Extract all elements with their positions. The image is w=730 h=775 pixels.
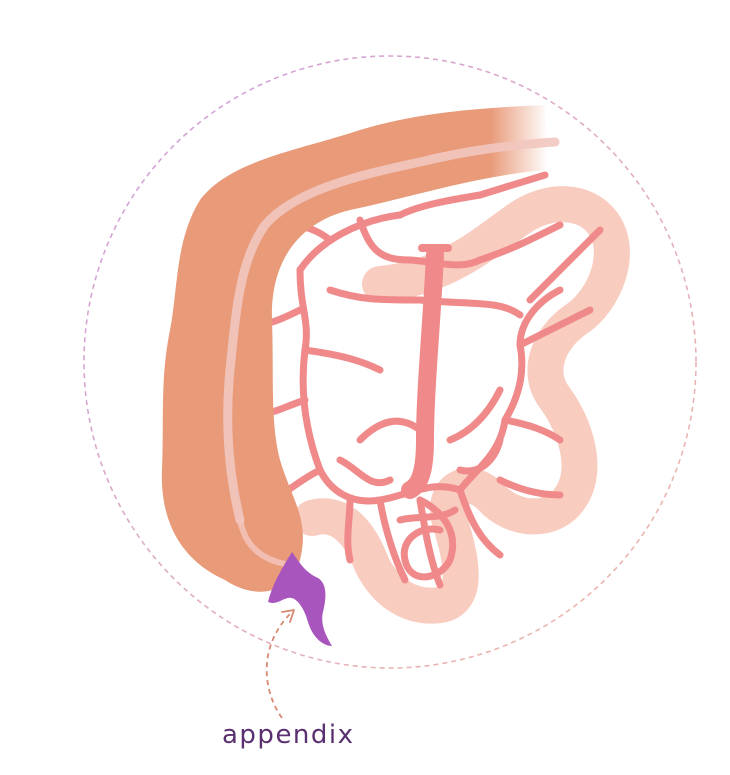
appendix-label: appendix (222, 722, 355, 748)
appendix-label-text: appendix (222, 720, 355, 750)
dashed-outline-circle (83, 55, 697, 669)
appendix-pointer-arrowhead (281, 609, 295, 623)
blood-vessels (268, 171, 604, 589)
main-artery (401, 246, 444, 499)
small-intestine (294, 186, 630, 624)
appendix-pointer-line (265, 611, 293, 719)
appendix-shape (268, 552, 332, 646)
large-intestine (161, 105, 560, 592)
